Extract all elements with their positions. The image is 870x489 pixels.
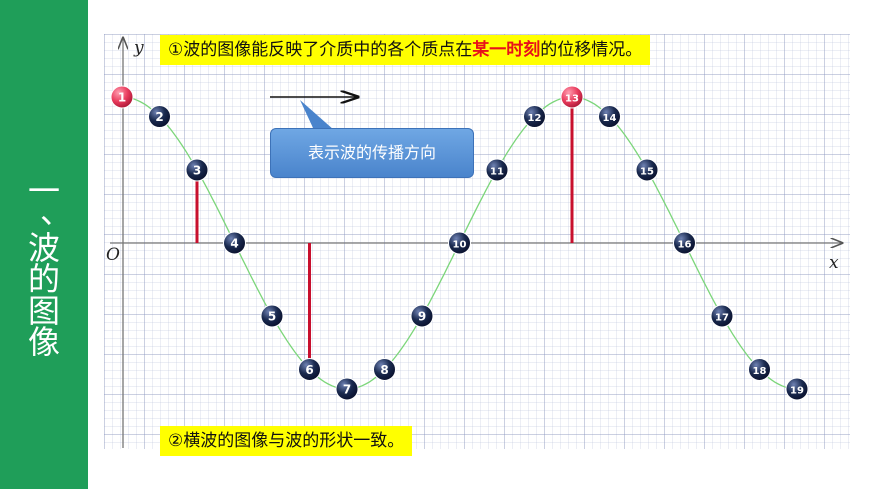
particle-label: 3 — [193, 164, 201, 178]
note-top-suffix: 的位移情况。 — [540, 40, 643, 60]
particle-label: 15 — [640, 167, 654, 178]
particle-ball — [485, 158, 509, 182]
particle-14: 14 — [598, 105, 621, 129]
particle-label: 19 — [790, 386, 804, 397]
particle-17: 17 — [710, 304, 734, 328]
particle-ball — [260, 304, 284, 328]
particle-label: 16 — [678, 240, 692, 251]
particle-ball — [710, 304, 734, 328]
particle-11: 11 — [485, 158, 509, 182]
particle-ball — [448, 231, 471, 255]
particle-label: 1 — [118, 91, 126, 105]
particle-ball — [635, 158, 659, 182]
particle-1: 1 — [110, 85, 134, 109]
particle-5: 5 — [260, 304, 284, 328]
particle-label: 18 — [753, 366, 767, 377]
particle-ball — [523, 105, 546, 129]
particle-10: 10 — [448, 231, 471, 255]
origin-label: O — [106, 245, 120, 265]
particle-6: 6 — [298, 357, 321, 381]
particle-3: 3 — [185, 158, 209, 182]
particle-15: 15 — [635, 158, 659, 182]
y-axis-label: y — [134, 38, 144, 58]
particle-2: 2 — [148, 105, 171, 129]
particle-7: 7 — [335, 377, 359, 401]
particle-16: 16 — [673, 231, 696, 255]
particle-label: 9 — [418, 310, 426, 324]
particle-ball — [298, 357, 321, 381]
x-axis-label: x — [829, 253, 839, 273]
callout-tail — [300, 100, 334, 130]
particle-ball — [410, 304, 434, 328]
particle-13: 13 — [560, 85, 584, 109]
particle-label: 17 — [715, 313, 729, 324]
sidebar: 一 、 波 的 图 像 — [0, 0, 88, 489]
note-top-prefix: ①波的图像能反映了介质中的各个质点在 — [168, 40, 473, 60]
particle-label: 13 — [565, 94, 579, 105]
particle-ball — [223, 231, 246, 255]
sidebar-char: 像 — [27, 323, 60, 361]
particle-4: 4 — [223, 231, 246, 255]
direction-callout: 表示波的传播方向 — [270, 128, 474, 178]
particle-ball — [373, 357, 396, 381]
sidebar-char: 、 — [39, 193, 72, 231]
particle-ball — [673, 231, 696, 255]
sidebar-char: 的 — [27, 260, 60, 298]
particle-19: 19 — [785, 377, 809, 401]
particle-label: 8 — [380, 363, 388, 377]
particle-9: 9 — [410, 304, 434, 328]
particle-label: 12 — [528, 113, 542, 124]
particle-ball — [785, 377, 809, 401]
particle-label: 4 — [230, 237, 238, 251]
note-top-highlight: 某一时刻 — [472, 40, 541, 60]
note-top: ①波的图像能反映了介质中的各个质点在某一时刻的位移情况。 — [160, 35, 651, 65]
particle-label: 2 — [155, 110, 163, 124]
particle-label: 10 — [453, 240, 467, 251]
particle-ball — [598, 105, 621, 129]
particle-ball — [335, 377, 359, 401]
particle-ball — [110, 85, 134, 109]
particle-ball — [185, 158, 209, 182]
particle-label: 14 — [603, 113, 617, 124]
particle-label: 7 — [343, 383, 351, 397]
particle-label: 5 — [268, 310, 276, 324]
particle-label: 6 — [305, 363, 313, 377]
particle-ball — [748, 357, 771, 381]
note-bottom: ②横波的图像与波的形状一致。 — [160, 426, 413, 456]
particle-ball — [560, 85, 584, 109]
particle-18: 18 — [748, 357, 771, 381]
sidebar-char: 图 — [27, 292, 60, 330]
particle-8: 8 — [373, 357, 396, 381]
particle-ball — [148, 105, 171, 129]
sidebar-char: 一 — [27, 172, 60, 210]
particle-label: 11 — [490, 167, 504, 178]
sidebar-char: 波 — [27, 229, 60, 267]
particle-12: 12 — [523, 105, 546, 129]
